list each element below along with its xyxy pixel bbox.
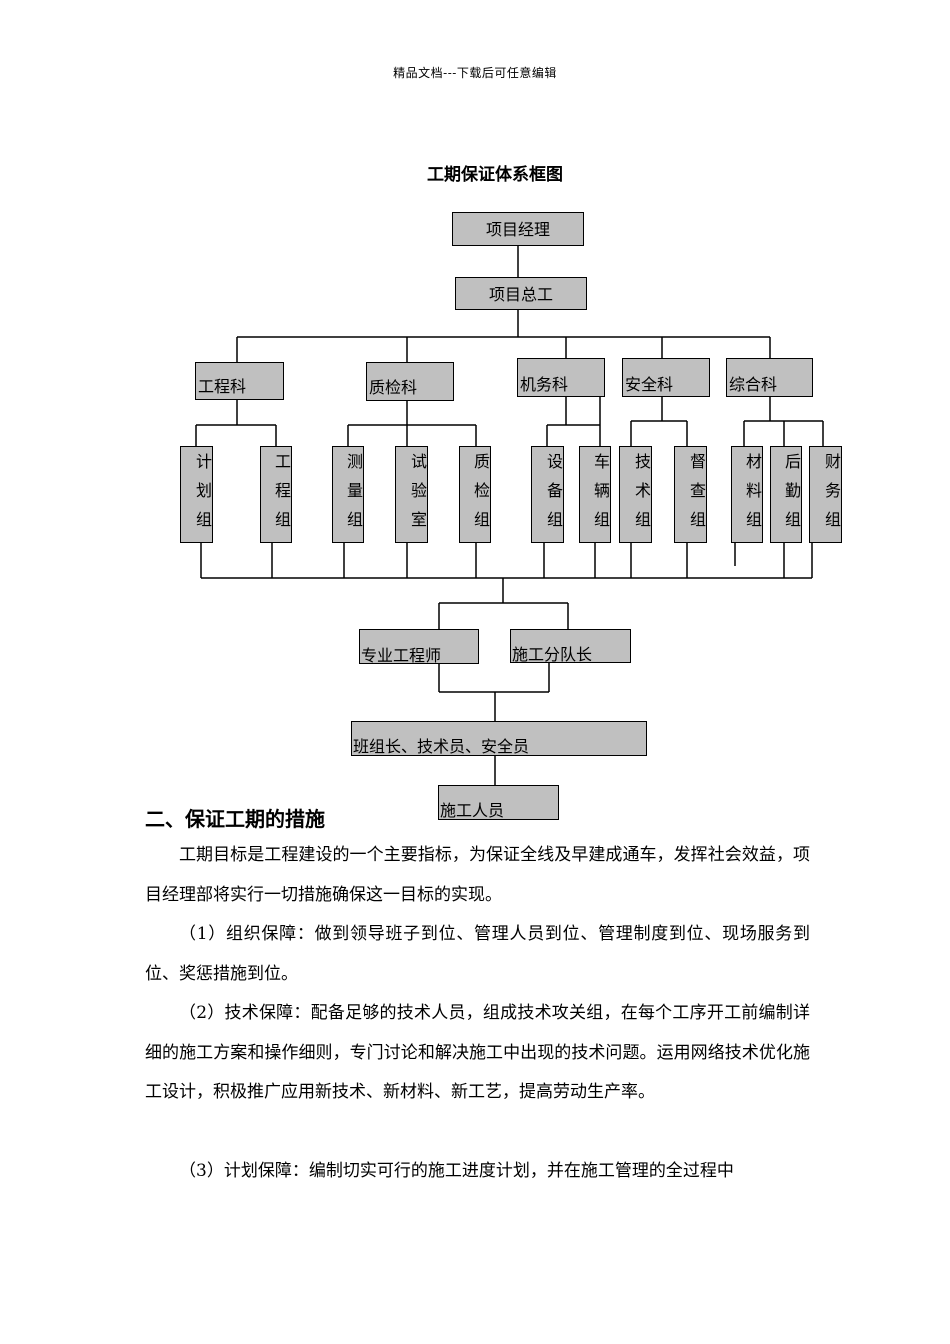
department-quality: 质检科 xyxy=(366,362,454,401)
group-vehicles: 车辆组 xyxy=(579,446,611,543)
group-quality-inspection: 质检组 xyxy=(459,446,491,543)
chief-engineer-box: 项目总工 xyxy=(455,277,587,310)
project-manager-box: 项目经理 xyxy=(452,212,584,246)
group-planning: 计划组 xyxy=(180,446,213,543)
construction-team-leader-box: 施工分队长 xyxy=(510,629,631,663)
workers-box: 施工人员 xyxy=(438,785,559,820)
department-general: 综合科 xyxy=(726,358,813,397)
group-equipment: 设备组 xyxy=(531,446,564,543)
paragraph-technical: （2）技术保障：配备足够的技术人员，组成技术攻关组，在每个工序开工前编制详细的施… xyxy=(145,1003,810,1102)
department-machinery: 机务科 xyxy=(517,358,605,397)
department-safety: 安全科 xyxy=(622,358,710,397)
paragraph-intro: 工期目标是工程建设的一个主要指标，为保证全线及早建成通车，发挥社会效益，项目经理… xyxy=(145,845,810,905)
paragraph-organization: （1）组织保障：做到领导班子到位、管理人员到位、管理制度到位、现场服务到位、奖惩… xyxy=(145,924,810,984)
group-technical: 技术组 xyxy=(619,446,652,543)
chart-title: 工期保证体系框图 xyxy=(427,165,563,185)
group-engineering: 工程组 xyxy=(260,446,292,543)
section-heading: 二、保证工期的措施 xyxy=(145,807,325,831)
department-engineering: 工程科 xyxy=(195,362,284,400)
paragraph-planning: （3）计划保障：编制切实可行的施工进度计划，并在施工管理的全过程中 xyxy=(179,1161,734,1181)
professional-engineer-box: 专业工程师 xyxy=(359,629,479,664)
group-logistics: 后勤组 xyxy=(770,446,802,543)
foremen-box: 班组长、技术员、安全员 xyxy=(351,721,647,756)
group-survey: 测量组 xyxy=(332,446,364,543)
group-supervision: 督查组 xyxy=(674,446,707,543)
group-finance: 财务组 xyxy=(809,446,842,543)
group-materials: 材料组 xyxy=(731,446,763,543)
page-header: 精品文档---下载后可任意编辑 xyxy=(393,66,557,80)
group-laboratory: 试验室 xyxy=(395,446,428,543)
org-chart-connectors xyxy=(195,245,824,786)
